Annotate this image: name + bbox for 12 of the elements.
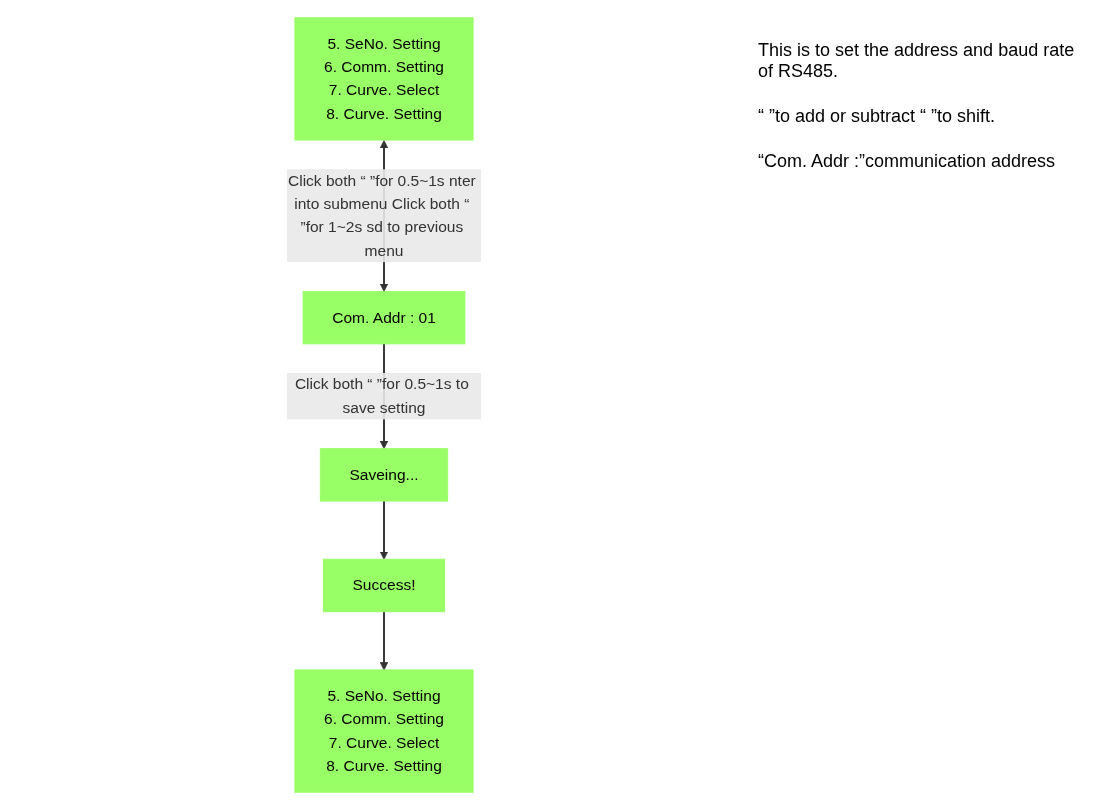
- node-box: Saveing...: [319, 448, 449, 502]
- arrow: [379, 610, 389, 671]
- edge-label: Click both “ ”for 0.5~1s nter into submenu Click both “ ”for 1~2s sd to previous menu: [287, 172, 476, 259]
- node-box: Success!: [322, 558, 446, 613]
- edge-label: Click both “ ”for 0.5~1s to save setting: [294, 375, 469, 416]
- node-box: Com. Addr : 01: [302, 290, 466, 345]
- note-text: “ ”to add or subtract “ ”to shift.: [758, 106, 997, 127]
- node-box: 5. SeNo. Setting 6. Comm. Setting 7. Curve. Select 8. Curve. Setting: [294, 17, 474, 141]
- arrow: [379, 500, 389, 560]
- node-box: 5. SeNo. Setting 6. Comm. Setting 7. Curve. Select 8. Curve. Setting: [294, 669, 474, 793]
- note-text: This is to set the address and baud rate of RS485.: [758, 40, 1076, 82]
- note-text: “Com. Addr :”communication address: [758, 151, 1057, 172]
